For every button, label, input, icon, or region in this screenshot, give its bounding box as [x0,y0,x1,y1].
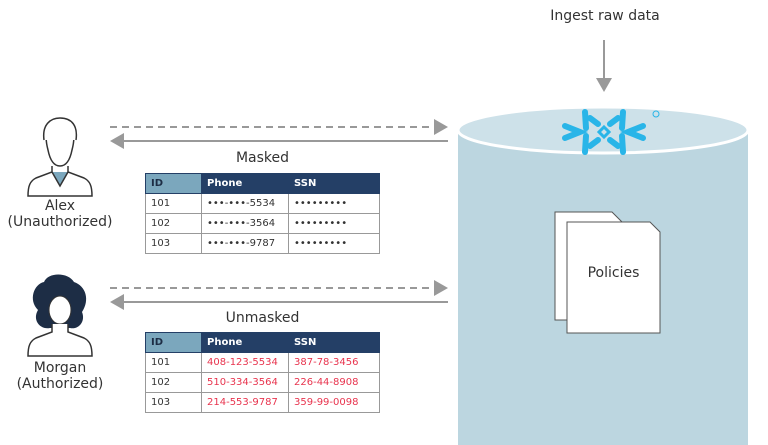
cell-ssn: 387-78-3456 [288,352,380,373]
cell-id: 101 [145,193,202,214]
unmasked-title: Unmasked [225,310,300,326]
policies-label: Policies [587,265,640,281]
cell-ssn: 226-44-8908 [288,372,380,393]
morgan-avatar-icon [27,274,93,357]
cell-id: 103 [145,233,202,254]
alex-label: Alex (Unauthorized) [0,198,120,230]
header-ssn: SSN [288,332,380,353]
user-name: Alex [44,198,76,214]
registered-mark-icon [652,110,660,118]
table-row: 101•••-•••-5534••••••••• [145,193,380,214]
cell-ssn: ••••••••• [288,233,380,254]
user-role: (Authorized) [16,376,104,392]
cell-id: 103 [145,392,202,413]
cell-id: 102 [145,213,202,234]
cell-ssn: 359-99-0098 [288,392,380,413]
header-phone: Phone [201,173,289,194]
user-role: (Unauthorized) [7,214,113,230]
alex-avatar-icon [27,117,93,197]
header-phone: Phone [201,332,289,353]
cell-ssn: ••••••••• [288,193,380,214]
cell-phone: 510-334-3564 [201,372,289,393]
cell-phone: 408-123-5534 [201,352,289,373]
masked-title: Masked [235,150,290,166]
cell-phone: •••-•••-3564 [201,213,289,234]
masked-table: ID Phone SSN 101•••-•••-5534••••••••• 10… [145,173,380,254]
cell-id: 102 [145,372,202,393]
header-ssn: SSN [288,173,380,194]
user-name: Morgan [33,360,87,376]
header-id: ID [145,332,202,353]
cell-phone: 214-553-9787 [201,392,289,413]
cell-id: 101 [145,352,202,373]
table-header: ID Phone SSN [145,173,380,194]
header-id: ID [145,173,202,194]
table-row: 102•••-•••-3564••••••••• [145,213,380,234]
table-header: ID Phone SSN [145,332,380,353]
cell-ssn: ••••••••• [288,213,380,234]
ingest-label: Ingest raw data [550,8,660,24]
cell-phone: •••-•••-9787 [201,233,289,254]
snowflake-logo-icon [562,109,646,155]
morgan-label: Morgan (Authorized) [0,360,120,392]
table-row: 103•••-•••-9787••••••••• [145,233,380,254]
database-cylinder [456,105,750,445]
cell-phone: •••-•••-5534 [201,193,289,214]
policies-documents-icon [554,211,661,334]
